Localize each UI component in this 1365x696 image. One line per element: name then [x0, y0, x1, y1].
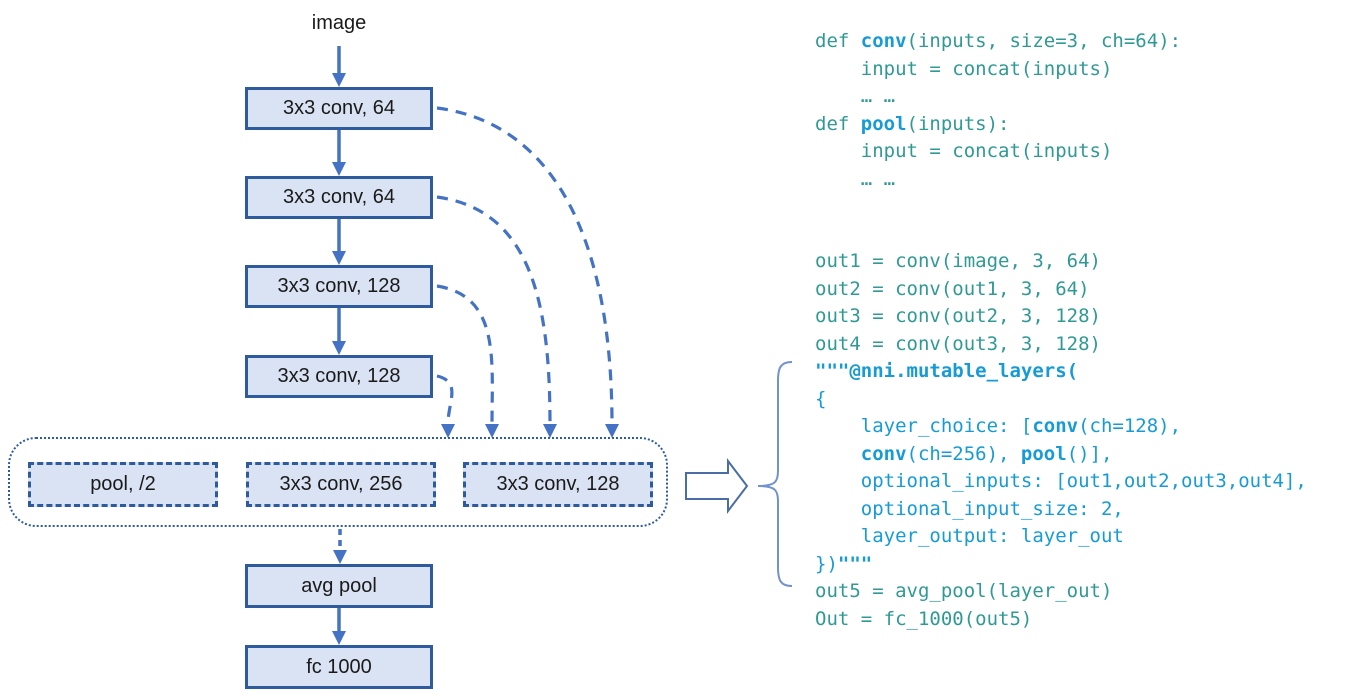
code-line: optional_inputs: [out1,out2,out3,out4],	[815, 468, 1307, 496]
code-token: (ch=128),	[1078, 415, 1182, 437]
code-token: conv	[860, 30, 907, 52]
code-line: layer_choice: [conv(ch=128),	[815, 413, 1307, 441]
conv-layer-box-3: 3x3 conv, 128	[245, 265, 433, 308]
code-token: optional_input_size: 2,	[815, 497, 1124, 520]
skip-connection-curves	[436, 106, 614, 425]
code-line: out1 = conv(image, 3, 64)	[815, 248, 1307, 276]
code-token: (inputs):	[906, 112, 1010, 135]
code-line: input = concat(inputs)	[815, 56, 1307, 84]
code-token: out3 = conv(out2, 3, 128)	[815, 305, 1101, 327]
conv-layer-box-2: 3x3 conv, 64	[245, 176, 433, 219]
code-token: out2 = conv(out1, 3, 64)	[815, 277, 1090, 300]
code-token: input = concat(inputs)	[815, 57, 1113, 80]
code-token: """	[837, 552, 873, 575]
choice-box-pool: pool, /2	[28, 462, 218, 507]
code-token: (inputs, size=3, ch=64):	[906, 30, 1182, 52]
choice-box-conv256: 3x3 conv, 256	[246, 462, 436, 507]
code-token: Out = fc_1000(out5)	[815, 607, 1033, 630]
skip-connection-arrowheads	[441, 424, 619, 438]
code-token: out4 = conv(out3, 3, 128)	[815, 332, 1101, 355]
code-token: … …	[815, 85, 896, 107]
code-line: … …	[815, 83, 1307, 111]
code-line: out4 = conv(out3, 3, 128)	[815, 331, 1307, 359]
code-line: input = concat(inputs)	[815, 138, 1307, 166]
code-token: input = concat(inputs)	[815, 140, 1113, 162]
code-token: conv	[1032, 415, 1079, 437]
container-to-avgpool-arrow	[333, 529, 347, 564]
code-token: out1 = conv(image, 3, 64)	[815, 250, 1101, 272]
code-token: ()],	[1066, 442, 1113, 465]
code-line: })"""	[815, 551, 1307, 579]
input-label: image	[311, 12, 367, 34]
code-line: {	[815, 386, 1307, 414]
code-line: def pool(inputs):	[815, 111, 1307, 139]
code-token: layer_output: layer_out	[815, 525, 1124, 547]
code-line: Out = fc_1000(out5)	[815, 606, 1307, 634]
code-block: def conv(inputs, size=3, ch=64): input =…	[815, 28, 1307, 633]
code-line: """@nni.mutable_layers(	[815, 358, 1307, 386]
code-line: layer_output: layer_out	[815, 523, 1307, 551]
choice-box-conv128: 3x3 conv, 128	[463, 462, 653, 507]
fc-box: fc 1000	[245, 645, 433, 689]
flow-arrows	[332, 46, 346, 645]
code-token: })	[815, 552, 838, 575]
code-token: (ch=256),	[906, 442, 1021, 465]
code-token: pool	[1020, 442, 1067, 465]
code-token: optional_inputs: [out1,out2,out3,out4],	[815, 470, 1307, 492]
code-line: … …	[815, 166, 1307, 194]
mutable-layer-container	[8, 437, 668, 527]
code-token: def	[815, 30, 861, 52]
code-line: out5 = avg_pool(layer_out)	[815, 578, 1307, 606]
block-arrow-icon	[685, 458, 749, 514]
avgpool-box: avg pool	[245, 564, 433, 608]
code-token	[815, 443, 861, 465]
code-token: … …	[815, 167, 896, 190]
code-line: out2 = conv(out1, 3, 64)	[815, 276, 1307, 304]
code-token: {	[815, 387, 827, 410]
code-line	[815, 221, 1307, 249]
code-line: optional_input_size: 2,	[815, 496, 1307, 524]
code-token: pool	[860, 112, 907, 135]
code-token: out5 = avg_pool(layer_out)	[815, 580, 1113, 602]
code-token: def	[815, 112, 861, 135]
conv-layer-box-1: 3x3 conv, 64	[245, 87, 433, 130]
conv-layer-box-4: 3x3 conv, 128	[245, 355, 433, 398]
code-token: """@nni.mutable_layers(	[815, 360, 1079, 382]
code-line: out3 = conv(out2, 3, 128)	[815, 303, 1307, 331]
code-line: conv(ch=256), pool()],	[815, 441, 1307, 469]
code-token: layer_choice: [	[815, 415, 1033, 437]
code-token: conv	[860, 442, 907, 465]
code-brace	[757, 361, 793, 587]
code-line: def conv(inputs, size=3, ch=64):	[815, 28, 1307, 56]
code-line	[815, 193, 1307, 221]
